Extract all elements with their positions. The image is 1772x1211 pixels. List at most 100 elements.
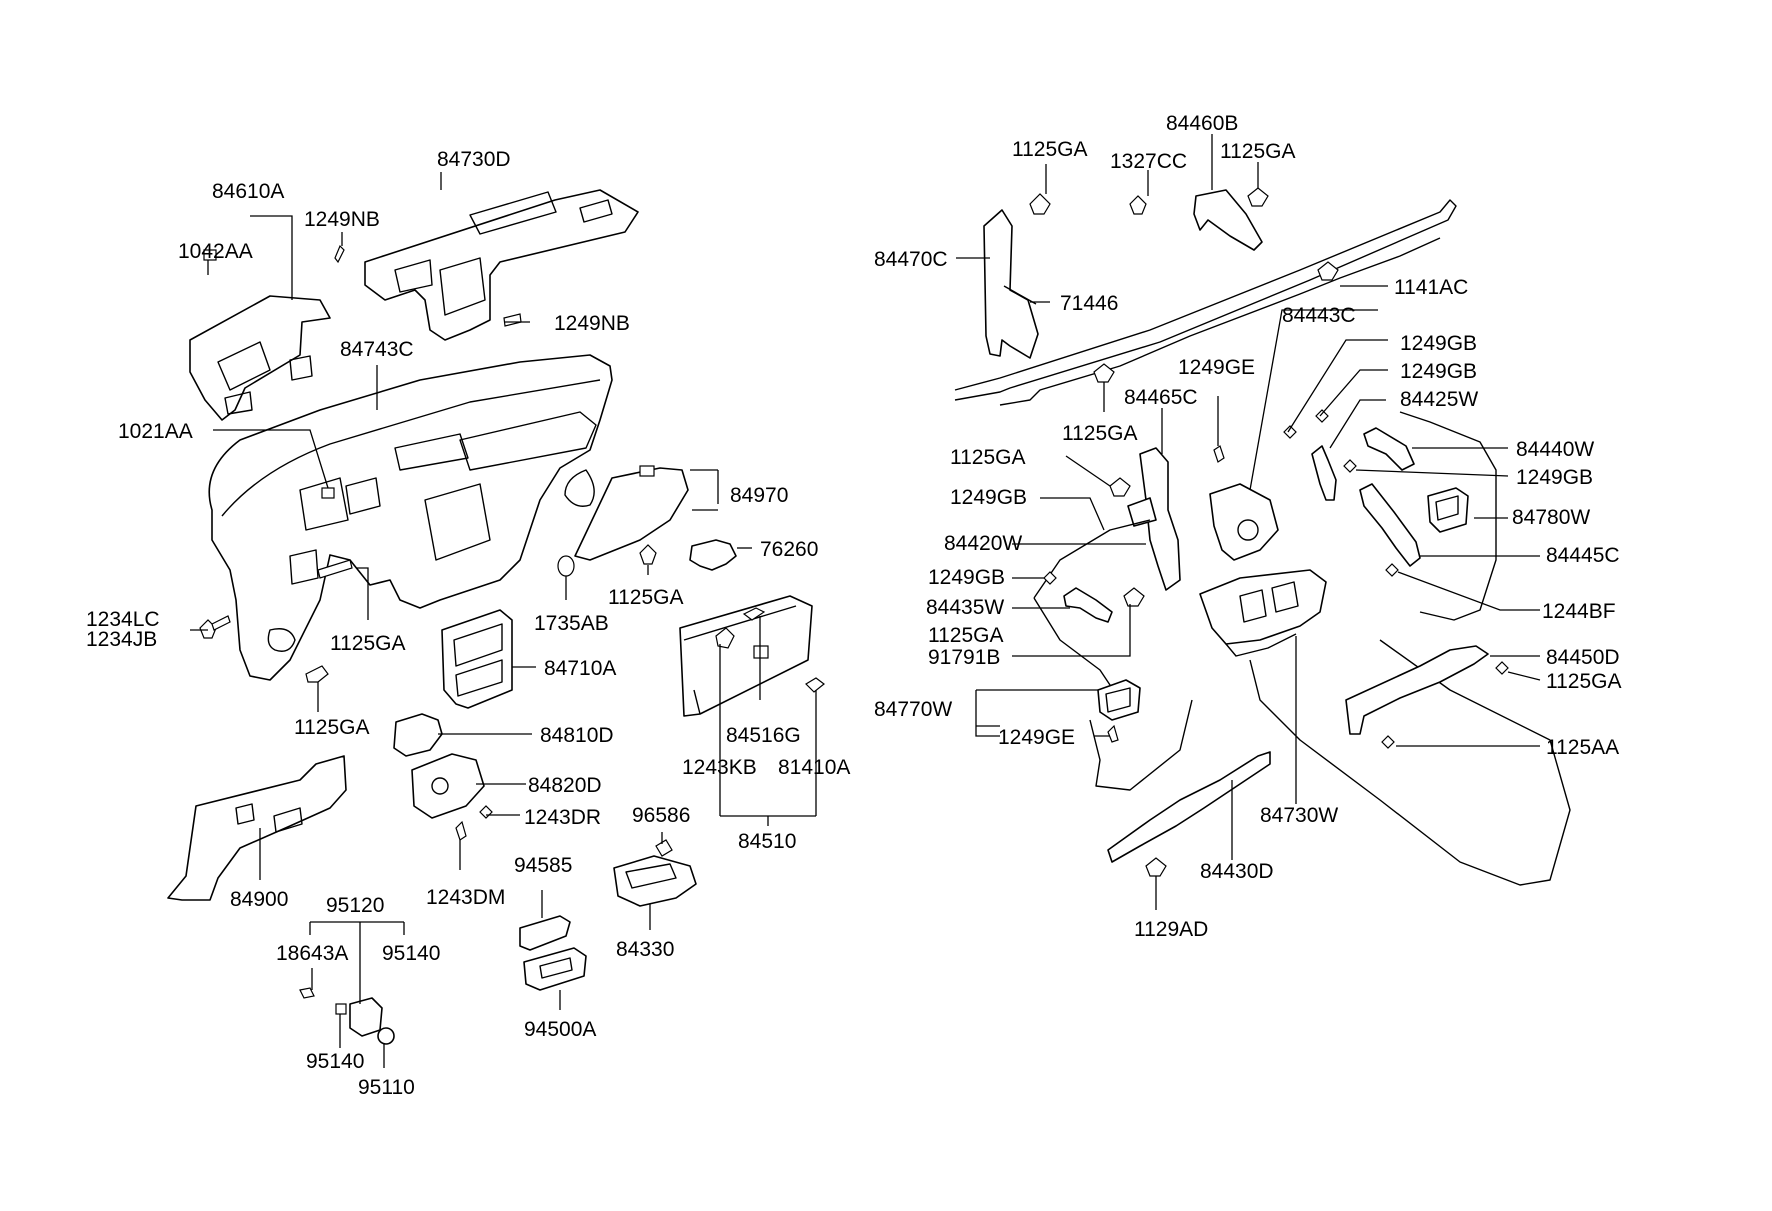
screw-1249nb-a xyxy=(334,244,345,264)
bolt-1125ga-r-c xyxy=(1093,363,1115,383)
label-1249gb-b: 1249GB xyxy=(1400,360,1477,383)
bolt-1125ga-r-e xyxy=(1123,587,1145,607)
label-84730d: 84730D xyxy=(437,148,511,171)
part-84730w-center-vent xyxy=(1199,569,1327,657)
label-1021aa: 1021AA xyxy=(118,420,193,443)
nut-1327cc xyxy=(1129,195,1147,215)
label-84516g: 84516G xyxy=(726,724,801,747)
part-96586 xyxy=(655,839,673,857)
label-1249nb-b: 1249NB xyxy=(554,312,630,335)
label-84430d: 84430D xyxy=(1200,860,1274,883)
screw-1249gb-c xyxy=(1343,459,1357,473)
label-84425w: 84425W xyxy=(1400,388,1478,411)
label-1244bf: 1244BF xyxy=(1542,600,1616,623)
label-84445c: 84445C xyxy=(1546,544,1620,567)
part-84730d-upper-cover xyxy=(364,189,639,341)
part-84460b-bracket xyxy=(1193,189,1263,251)
bolt-1125ga-r-b xyxy=(1247,187,1269,207)
label-1125ga-c: 1125GA xyxy=(294,716,370,739)
part-84780w-vent xyxy=(1427,487,1469,533)
part-84430d-bracket xyxy=(1107,751,1271,863)
part-84970-side-cover xyxy=(574,465,689,561)
screw-1244bf xyxy=(1385,563,1399,577)
bolt-1129ad xyxy=(1145,857,1167,877)
part-84445c-bracket xyxy=(1359,483,1421,567)
label-84610a: 84610A xyxy=(212,180,284,203)
label-84435w: 84435W xyxy=(926,596,1004,619)
label-84460b: 84460B xyxy=(1166,112,1238,135)
leader-lines xyxy=(190,134,1541,1068)
bolt-1125ga-r-d xyxy=(1109,477,1131,497)
label-1249ge-a: 1249GE xyxy=(1178,356,1255,379)
part-labels: 84610A 1042AA 1249NB 84730D 1249NB 84743… xyxy=(86,112,1622,1099)
screw-1249gb-e xyxy=(1043,571,1057,585)
label-84465c: 84465C xyxy=(1124,386,1198,409)
label-84970: 84970 xyxy=(730,484,788,507)
screw-1249gb-b xyxy=(1315,409,1329,423)
label-95110: 95110 xyxy=(358,1076,415,1099)
label-1249gb-e: 1249GB xyxy=(928,566,1005,589)
label-84443c: 84443C xyxy=(1282,304,1356,327)
label-1249gb-a: 1249GB xyxy=(1400,332,1477,355)
striker-84516g xyxy=(742,607,766,621)
label-1129ad: 1129AD xyxy=(1134,918,1208,941)
part-84440w-bracket xyxy=(1363,427,1415,471)
part-84450d-bracket xyxy=(1345,645,1489,735)
label-84770w: 84770W xyxy=(874,698,952,721)
bolt-1125ga-r-a xyxy=(1029,193,1051,215)
label-84510: 84510 xyxy=(738,830,796,853)
label-1125ga-r-c: 1125GA xyxy=(1062,422,1138,445)
screw-1125ga-r-f xyxy=(1495,661,1509,675)
part-84465c-bracket xyxy=(1127,447,1181,591)
label-1125ga-a: 1125GA xyxy=(608,586,684,609)
bolt-1125ga-c xyxy=(305,665,329,683)
screw-1249ge-b xyxy=(1107,724,1119,743)
part-95120-switch xyxy=(335,997,395,1045)
plug-1735ab xyxy=(557,555,575,577)
bolt-1141ac xyxy=(1317,261,1339,281)
part-84330-ashtray xyxy=(613,855,697,907)
screw-1243dm xyxy=(455,820,467,841)
label-1234jb: 1234JB xyxy=(86,628,157,651)
label-84810d: 84810D xyxy=(540,724,614,747)
label-1243kb: 1243KB xyxy=(682,756,757,779)
cowl-cross-bar-assembly xyxy=(954,187,1571,886)
part-84810d-cover xyxy=(393,713,443,757)
label-1249ge-b: 1249GE xyxy=(998,726,1075,749)
part-94585-lens xyxy=(519,915,571,951)
label-1141ac: 1141AC xyxy=(1394,276,1468,299)
label-94500a: 94500A xyxy=(524,1018,596,1041)
part-84710a-center-facia xyxy=(441,609,513,709)
part-84510-glove-box xyxy=(679,595,813,717)
label-1042aa: 1042AA xyxy=(178,240,253,263)
label-1125ga-r-e: 1125GA xyxy=(928,624,1004,647)
crash-pad-assembly xyxy=(167,189,825,1045)
label-84900: 84900 xyxy=(230,888,288,911)
label-1125ga-r-b: 1125GA xyxy=(1220,140,1296,163)
part-84443c-bracket xyxy=(1209,483,1279,561)
label-1249nb-a: 1249NB xyxy=(304,208,380,231)
clip-1021aa xyxy=(321,487,335,499)
label-1125ga-b: 1125GA xyxy=(330,632,406,655)
bolt-1125ga-b xyxy=(317,559,353,579)
part-76260-bracket xyxy=(689,539,737,571)
part-84435w-bracket xyxy=(1063,587,1113,623)
label-1125ga-r-d: 1125GA xyxy=(950,446,1026,469)
label-1125aa: 1125AA xyxy=(1546,736,1619,759)
label-95140-b: 95140 xyxy=(306,1050,364,1073)
part-84610a-cluster-facia xyxy=(189,249,331,421)
label-71446: 71446 xyxy=(1060,292,1118,315)
label-84820d: 84820D xyxy=(528,774,602,797)
label-84330: 84330 xyxy=(616,938,674,961)
label-18643a: 18643A xyxy=(276,942,348,965)
part-84770w-vent xyxy=(1097,679,1141,721)
label-1735ab: 1735AB xyxy=(534,612,609,635)
label-1234lc: 1234LC xyxy=(86,608,160,631)
label-84710a: 84710A xyxy=(544,657,616,680)
bolt-1243kb xyxy=(715,627,735,649)
label-95120: 95120 xyxy=(326,894,384,917)
screw-1243dr xyxy=(479,805,493,819)
screw-1249gb-a xyxy=(1283,425,1297,439)
label-1249gb-c: 1249GB xyxy=(1516,466,1593,489)
part-94500a-clock xyxy=(523,947,587,991)
